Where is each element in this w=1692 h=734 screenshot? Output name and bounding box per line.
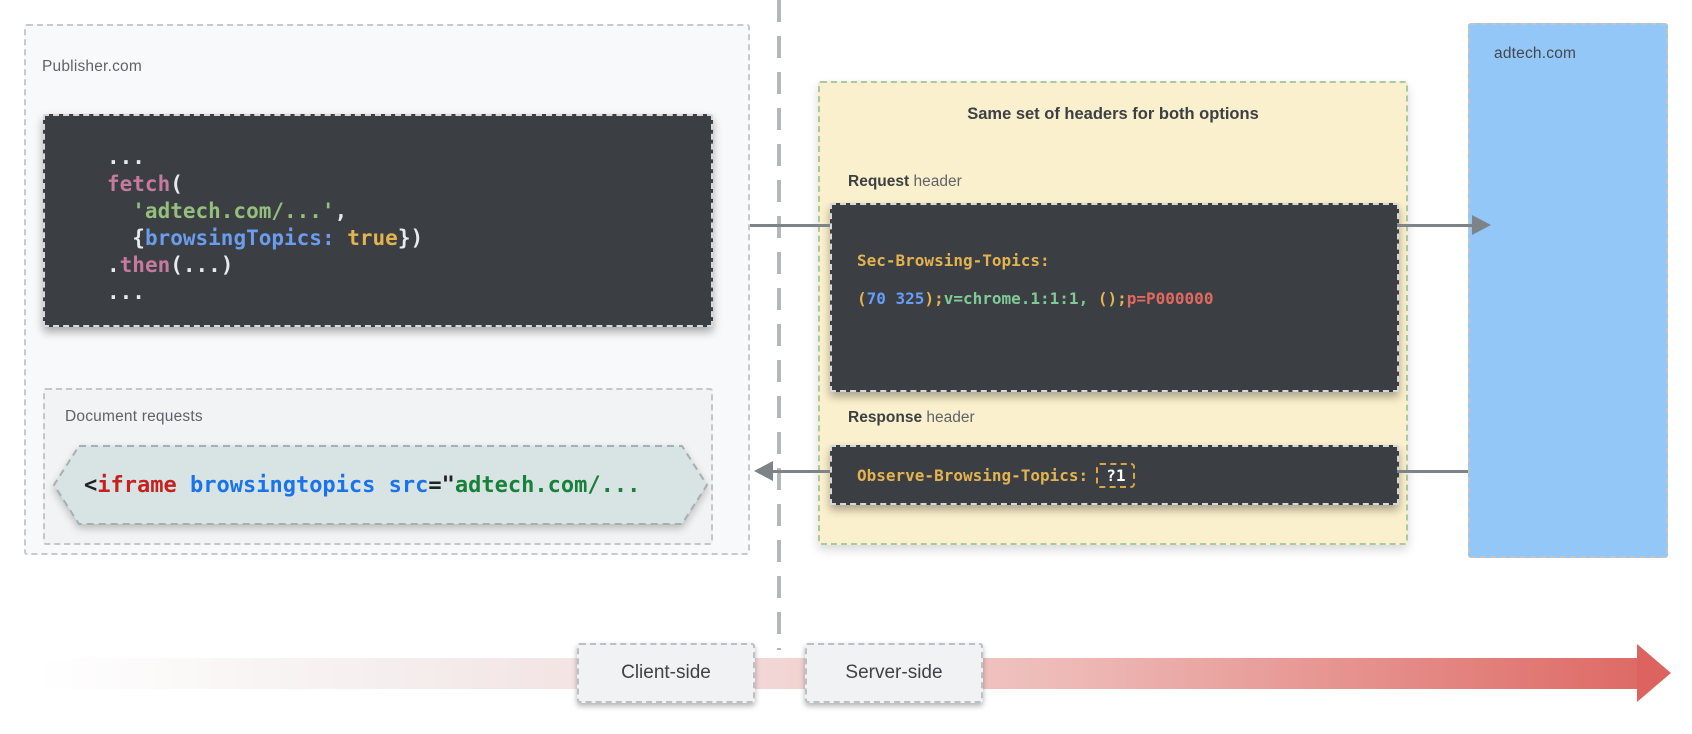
adtech-panel: adtech.com: [1468, 23, 1668, 558]
arrow-right-icon: [1637, 644, 1671, 702]
document-requests-label: Document requests: [65, 408, 203, 425]
hexagon-shape-icon: [52, 445, 709, 525]
adtech-label: adtech.com: [1494, 45, 1577, 62]
iframe-code-line: <iframe browsingtopics src="adtech.com/.…: [84, 472, 641, 498]
publisher-panel: Publisher.com ... fetch( 'adtech.com/...…: [24, 24, 750, 555]
code-line: fetch(: [107, 172, 183, 196]
response-arrow-segment: [1397, 470, 1468, 473]
code-line: 'adtech.com/...',: [107, 199, 348, 223]
server-side-label: Server-side: [845, 662, 943, 683]
document-requests-panel: Document requests <iframe browsingtopics…: [43, 388, 713, 545]
client-side-box: Client-side: [577, 643, 755, 703]
request-arrow-segment: [1397, 224, 1473, 227]
request-header-name: Sec-Browsing-Topics:: [857, 251, 1050, 270]
response-value-chip: ?1: [1096, 462, 1136, 488]
response-header-name: Observe-Browsing-Topics:: [857, 465, 1089, 485]
client-server-separator-line: [777, 0, 781, 650]
headers-panel-title: Same set of headers for both options: [967, 105, 1259, 123]
fetch-code-block: ... fetch( 'adtech.com/...', {browsingTo…: [43, 114, 713, 327]
request-header-value: (70 325);v=chrome.1:1:1, ();p=P000000: [857, 289, 1214, 308]
arrow-left-icon: [754, 461, 773, 481]
code-line: .then(...): [107, 253, 234, 277]
client-side-label: Client-side: [621, 662, 711, 683]
code-line: ...: [107, 145, 145, 169]
server-side-box: Server-side: [805, 643, 983, 703]
response-header-block: Observe-Browsing-Topics: ?1: [830, 445, 1399, 505]
response-header-label: Response header: [848, 409, 975, 426]
arrow-right-icon: [1472, 215, 1491, 235]
code-line: ...: [107, 280, 145, 304]
request-arrow-segment: [750, 224, 830, 227]
publisher-label: Publisher.com: [42, 58, 142, 75]
request-header-block: Sec-Browsing-Topics: (70 325);v=chrome.1…: [830, 203, 1399, 392]
iframe-request-hexagon: <iframe browsingtopics src="adtech.com/.…: [52, 445, 709, 525]
headers-panel: Same set of headers for both options Req…: [818, 81, 1408, 545]
code-line: {browsingTopics: true}): [107, 226, 424, 250]
response-arrow-segment: [773, 470, 830, 473]
request-header-label: Request header: [848, 173, 962, 190]
